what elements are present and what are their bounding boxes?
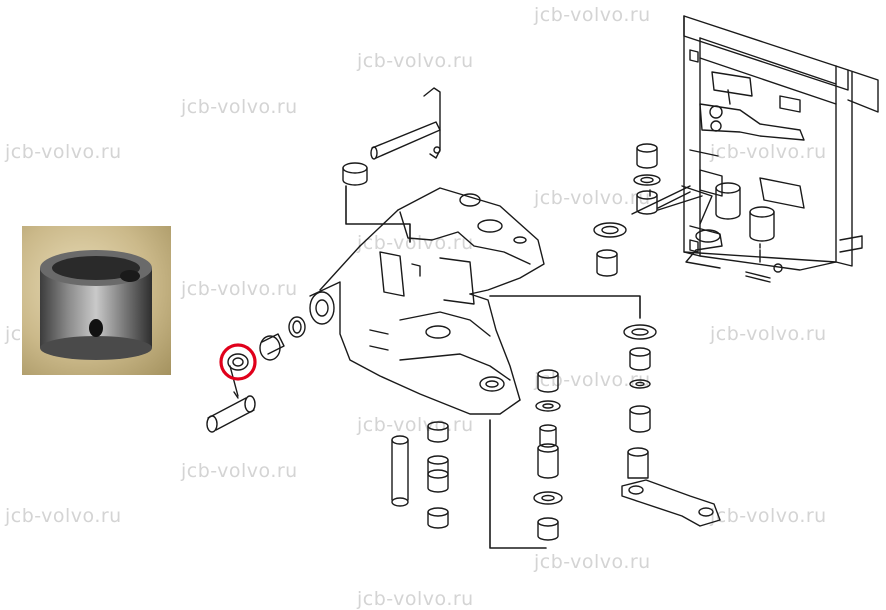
right-link-stack [621, 324, 721, 527]
highlight-circle [219, 343, 257, 381]
swing-casting [309, 187, 545, 415]
bushing-photo-icon [40, 250, 152, 360]
upper-pin-assembly [342, 87, 441, 186]
leader-lines [345, 185, 641, 549]
left-pivot-parts [206, 316, 306, 433]
bushing-part [227, 353, 249, 371]
center-bushing-stack [533, 369, 563, 541]
lower-pin-stack [391, 421, 449, 529]
frame-assembly [681, 15, 879, 271]
bushing-photo [22, 226, 171, 375]
frame-pivot-parts [593, 143, 783, 283]
